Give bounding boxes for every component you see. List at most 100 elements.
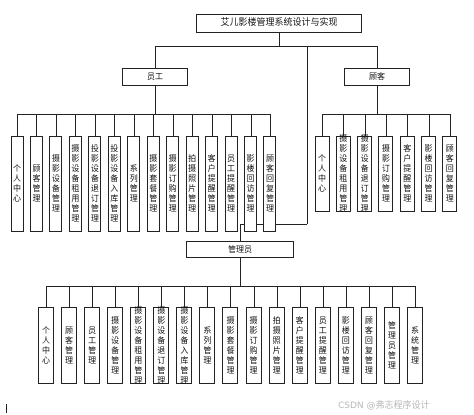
- admin-role-node: 管理员: [186, 241, 294, 258]
- staff-module-box: 投影设备入库管理: [107, 136, 121, 232]
- admin-module-box: 摄影设备入库管理: [176, 305, 193, 385]
- admin-module-connector: [161, 286, 163, 307]
- admin-module-label: 个人中心: [42, 325, 50, 365]
- admin-module-label: 系统管理: [410, 325, 419, 365]
- staff-module-label: 摄影设备租用管理: [71, 144, 80, 223]
- staff-module-connector: [211, 114, 213, 136]
- edge-mark: [6, 404, 7, 413]
- staff-module-connector: [172, 114, 174, 136]
- admin-module-connector: [276, 286, 278, 307]
- admin-module-box: 摄影设备退订管理: [153, 305, 170, 385]
- staff-module-bar: [17, 114, 271, 115]
- staff-module-box: 投影设备退订管理: [88, 136, 102, 232]
- customer-module-box: 影楼回访管理: [421, 136, 436, 212]
- admin-module-connector: [391, 286, 393, 307]
- admin-module-label: 摄影设备入库管理: [180, 305, 189, 385]
- admin-module-box: 系统管理: [406, 307, 423, 384]
- admin-module-connector: [92, 286, 94, 307]
- admin-module-connector: [46, 286, 47, 307]
- admin-module-box: 摄影设备管理: [107, 307, 124, 384]
- staff-module-box: 拍摄照片管理: [185, 136, 199, 232]
- admin-module-bar: [46, 286, 416, 287]
- staff-module-box: 个人中心: [10, 136, 24, 232]
- staff-module-connector: [55, 114, 57, 136]
- admin-module-label: 顾客管理: [65, 325, 74, 365]
- staff-module-connector: [114, 114, 116, 136]
- admin-module-box: 管理员管理: [383, 307, 400, 384]
- admin-module-box: 员工提醒管理: [314, 307, 331, 384]
- admin-module-box: 个人中心: [38, 307, 54, 384]
- admin-stem: [307, 46, 308, 224]
- customer-module-connector: [364, 114, 366, 136]
- staff-module-label: 系列管理: [129, 164, 138, 203]
- customer-module-box: 个人中心: [314, 136, 330, 212]
- customer-module-box: 摄影设备退订管理: [357, 134, 373, 213]
- customer-module-label: 摄影设备租用管理: [339, 134, 348, 213]
- admin-module-box: 摄影套餐管理: [222, 307, 239, 384]
- root-title: 艾儿影楼管理系统设计与实现: [220, 18, 338, 28]
- staff-module-label: 客户提醒管理: [207, 154, 216, 213]
- admin-module-label: 影楼回访管理: [341, 315, 350, 375]
- customer-module-connector: [449, 114, 451, 136]
- staff-module-connector: [250, 114, 252, 136]
- admin-module-label: 摄影设备管理: [111, 315, 120, 375]
- customer-module-label: 摄影订购管理: [381, 144, 390, 203]
- admin-module-connector: [299, 286, 301, 307]
- staff-module-connector: [231, 114, 233, 136]
- staff-module-label: 个人中心: [13, 164, 21, 203]
- staff-module-connector: [17, 114, 18, 136]
- staff-module-connector: [133, 114, 135, 136]
- customer-module-connector: [407, 114, 409, 136]
- admin-module-label: 摄影套餐管理: [226, 315, 235, 375]
- staff-module-connector: [153, 114, 155, 136]
- customer-module-box: 客户提醒管理: [399, 136, 415, 212]
- admin-module-label: 摄影设备租用管理: [134, 305, 143, 385]
- admin-module-connector: [253, 286, 255, 307]
- customer-role-label: 顾客: [369, 72, 385, 81]
- staff-module-box: 摄影套餐管理: [146, 136, 160, 232]
- admin-module-connector: [230, 286, 232, 307]
- watermark: CSDN @弗志程序设计: [338, 401, 430, 411]
- customer-module-box: 顾客回复管理: [442, 136, 458, 212]
- staff-module-box: 系列管理: [127, 136, 141, 232]
- staff-connector: [155, 46, 156, 68]
- customer-module-label: 影楼回访管理: [424, 144, 433, 203]
- admin-module-label: 员工提醒管理: [318, 315, 327, 375]
- admin-module-connector: [184, 286, 186, 307]
- customer-module-bar: [322, 114, 451, 115]
- admin-module-box: 摄影设备租用管理: [130, 305, 147, 385]
- admin-module-box: 员工管理: [84, 307, 101, 384]
- admin-module-box: 摄影订购管理: [245, 307, 262, 384]
- admin-module-box: 系列管理: [199, 307, 216, 384]
- staff-module-box: 摄影订购管理: [166, 136, 180, 232]
- staff-module-box: 摄影设备管理: [49, 136, 63, 232]
- admin-module-connector: [414, 286, 416, 307]
- customer-module-connector: [343, 114, 345, 136]
- admin-module-connector: [69, 286, 71, 307]
- staff-module-connector: [269, 114, 271, 136]
- admin-module-label: 顾客回复管理: [364, 315, 373, 375]
- admin-module-label: 摄影设备退订管理: [157, 305, 166, 385]
- staff-module-label: 投影设备入库管理: [110, 144, 119, 223]
- customer-stem: [377, 86, 378, 114]
- customer-module-label: 客户提醒管理: [403, 144, 412, 203]
- customer-module-box: 摄影设备租用管理: [335, 134, 351, 213]
- staff-module-label: 影楼回访管理: [246, 154, 255, 213]
- admin-module-box: 拍摄照片管理: [268, 307, 285, 384]
- staff-module-label: 拍摄照片管理: [188, 154, 197, 213]
- root-node: 艾儿影楼管理系统设计与实现: [196, 14, 362, 33]
- root-stem: [279, 33, 280, 46]
- admin-module-box: 顾客回复管理: [360, 307, 377, 384]
- staff-module-label: 顾客管理: [32, 164, 41, 203]
- admin-connector: [240, 224, 241, 241]
- admin-role-label: 管理员: [228, 244, 252, 254]
- admin-module-box: 客户提醒管理: [291, 307, 308, 384]
- staff-stem: [155, 86, 156, 114]
- admin-module-connector: [138, 286, 140, 307]
- staff-role-node: 员工: [122, 68, 188, 86]
- admin-lower-stem: [240, 258, 241, 286]
- customer-module-connector: [428, 114, 430, 136]
- staff-module-connector: [75, 114, 77, 136]
- staff-module-box: 顾客管理: [29, 136, 43, 232]
